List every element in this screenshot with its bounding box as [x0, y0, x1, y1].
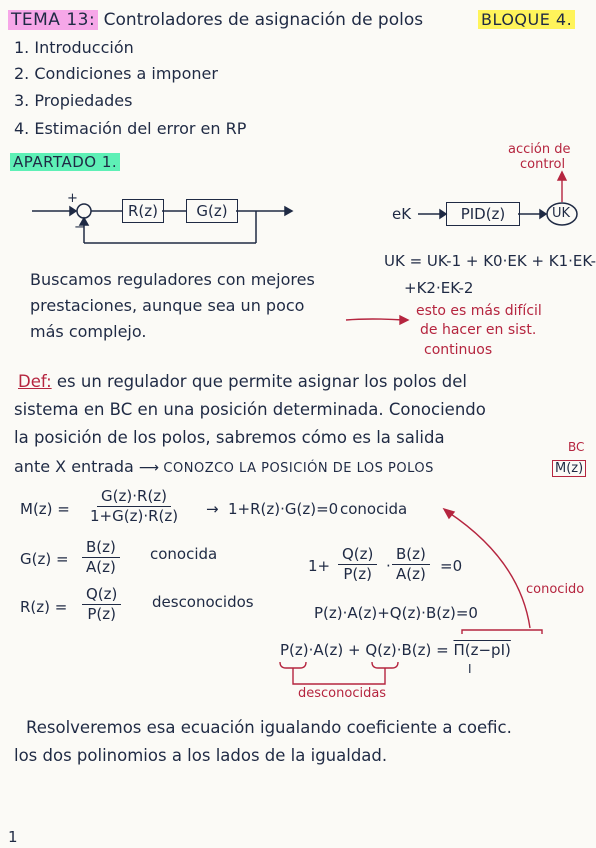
definition-line-4: ante X entrada ⟶ CONOZCO LA POSICIÓN DE …	[14, 457, 434, 476]
header-title: TEMA 13: Controladores de asignación de …	[8, 10, 423, 30]
sum-minus-sign: −	[74, 220, 85, 235]
product-rhs: Π(z−pI)	[453, 641, 511, 659]
pid-output-label: UK	[552, 206, 571, 221]
definition-line-1-text: es un regulador que permite asignar los …	[51, 372, 467, 391]
poly-equation: P(z)·A(z)+Q(z)·B(z)=0	[314, 604, 478, 622]
product-pz: P(z)	[280, 641, 309, 659]
product-qz: Q(z)	[365, 641, 397, 659]
search-text-2: prestaciones, aunque sea un poco	[30, 296, 305, 315]
bc-label: BC	[568, 440, 585, 454]
one-plus: 1+	[308, 557, 331, 575]
block-text: BLOQUE 4.	[478, 10, 576, 29]
block-label: BLOQUE 4.	[478, 10, 576, 29]
search-text-3: más complejo.	[30, 322, 147, 341]
pid-input-label: eK	[392, 205, 412, 223]
equals-zero: =0	[440, 557, 463, 575]
search-text-1: Buscamos reguladores con mejores	[30, 270, 315, 289]
m-denominator: 1+G(z)·R(z)	[90, 507, 179, 525]
r-denominator: P(z)	[87, 605, 116, 623]
qp-numerator: Q(z)	[338, 545, 378, 565]
control-action-note-2: control	[520, 157, 566, 172]
product-index: I	[468, 662, 472, 676]
g-fraction: B(z) A(z)	[82, 538, 120, 577]
ba-numerator: B(z)	[392, 545, 430, 565]
char-equation-note: conocida	[340, 500, 408, 518]
product-mid-2: ·B(z) =	[396, 641, 454, 659]
index-item-3: 3. Propiedades	[14, 91, 133, 110]
difficulty-note-1: esto es más difícil	[416, 303, 542, 319]
definition-line-2: sistema en BC en una posición determinad…	[14, 400, 486, 419]
m-fraction: G(z)·R(z) 1+G(z)·R(z)	[86, 487, 182, 526]
g-denominator: A(z)	[86, 558, 116, 576]
m-numerator: G(z)·R(z)	[97, 487, 172, 507]
r-note: desconocidos	[152, 593, 254, 611]
g-lhs: G(z) =	[20, 550, 69, 568]
g-note: conocida	[150, 545, 218, 563]
section-text: APARTADO 1.	[10, 153, 121, 171]
product-mid-1: ·A(z) +	[308, 641, 366, 659]
known-label: conocido	[526, 582, 585, 597]
product-equation: P(z)·A(z) + Q(z)·B(z) = Π(z−pI)	[280, 641, 511, 659]
m-label-box: M(z)	[552, 460, 587, 477]
index-item-1: 1. Introducción	[14, 38, 134, 57]
ba-fraction: B(z) A(z)	[392, 545, 430, 584]
topic-title: Controladores de asignación de polos	[103, 10, 424, 30]
m-lhs: M(z) =	[20, 500, 70, 518]
block-r: R(z)	[122, 199, 164, 223]
definition-line-4-start: ante X entrada	[14, 457, 134, 476]
qp-fraction: Q(z) P(z)	[338, 545, 378, 584]
definition-label: Def:	[18, 372, 52, 391]
section-heading: APARTADO 1.	[10, 153, 121, 171]
conclusion-line-2: los dos polinomios a los lados de la igu…	[14, 746, 388, 765]
index-item-2: 2. Condiciones a imponer	[14, 64, 218, 83]
ba-denominator: A(z)	[396, 565, 426, 583]
unknown-label: desconocidas	[298, 686, 387, 701]
r-lhs: R(z) =	[20, 598, 68, 616]
topic-label: TEMA 13:	[8, 10, 99, 30]
qp-denominator: P(z)	[343, 565, 372, 583]
r-numerator: Q(z)	[82, 585, 122, 605]
char-equation: 1+R(z)·G(z)=0	[228, 500, 339, 518]
page-number: 1	[8, 828, 18, 846]
definition-line-4-caps: CONOZCO LA POSICIÓN DE LOS POLOS	[163, 461, 434, 476]
m-arrow: →	[206, 500, 219, 518]
sum-plus-sign: +	[67, 191, 78, 206]
definition-line-3: la posición de los polos, sabremos cómo …	[14, 428, 445, 447]
uk-equation-line2: +K2·EK-2	[404, 279, 474, 297]
control-action-note-1: acción de	[508, 142, 571, 157]
block-pid: PID(z)	[446, 202, 520, 226]
mult-dot: ·	[386, 557, 391, 575]
definition-line-1: Def: es un regulador que permite asignar…	[18, 372, 467, 391]
index-item-4: 4. Estimación del error en RP	[14, 119, 247, 138]
g-numerator: B(z)	[82, 538, 120, 558]
difficulty-note-3: continuos	[424, 342, 493, 358]
block-g: G(z)	[186, 199, 238, 223]
conclusion-line-1: Resolveremos esa ecuación igualando coef…	[26, 718, 512, 737]
difficulty-note-2: de hacer en sist.	[420, 322, 537, 338]
uk-equation-line1: UK = UK-1 + K0·EK + K1·EK-1 +	[384, 252, 596, 270]
r-fraction: Q(z) P(z)	[82, 585, 122, 624]
